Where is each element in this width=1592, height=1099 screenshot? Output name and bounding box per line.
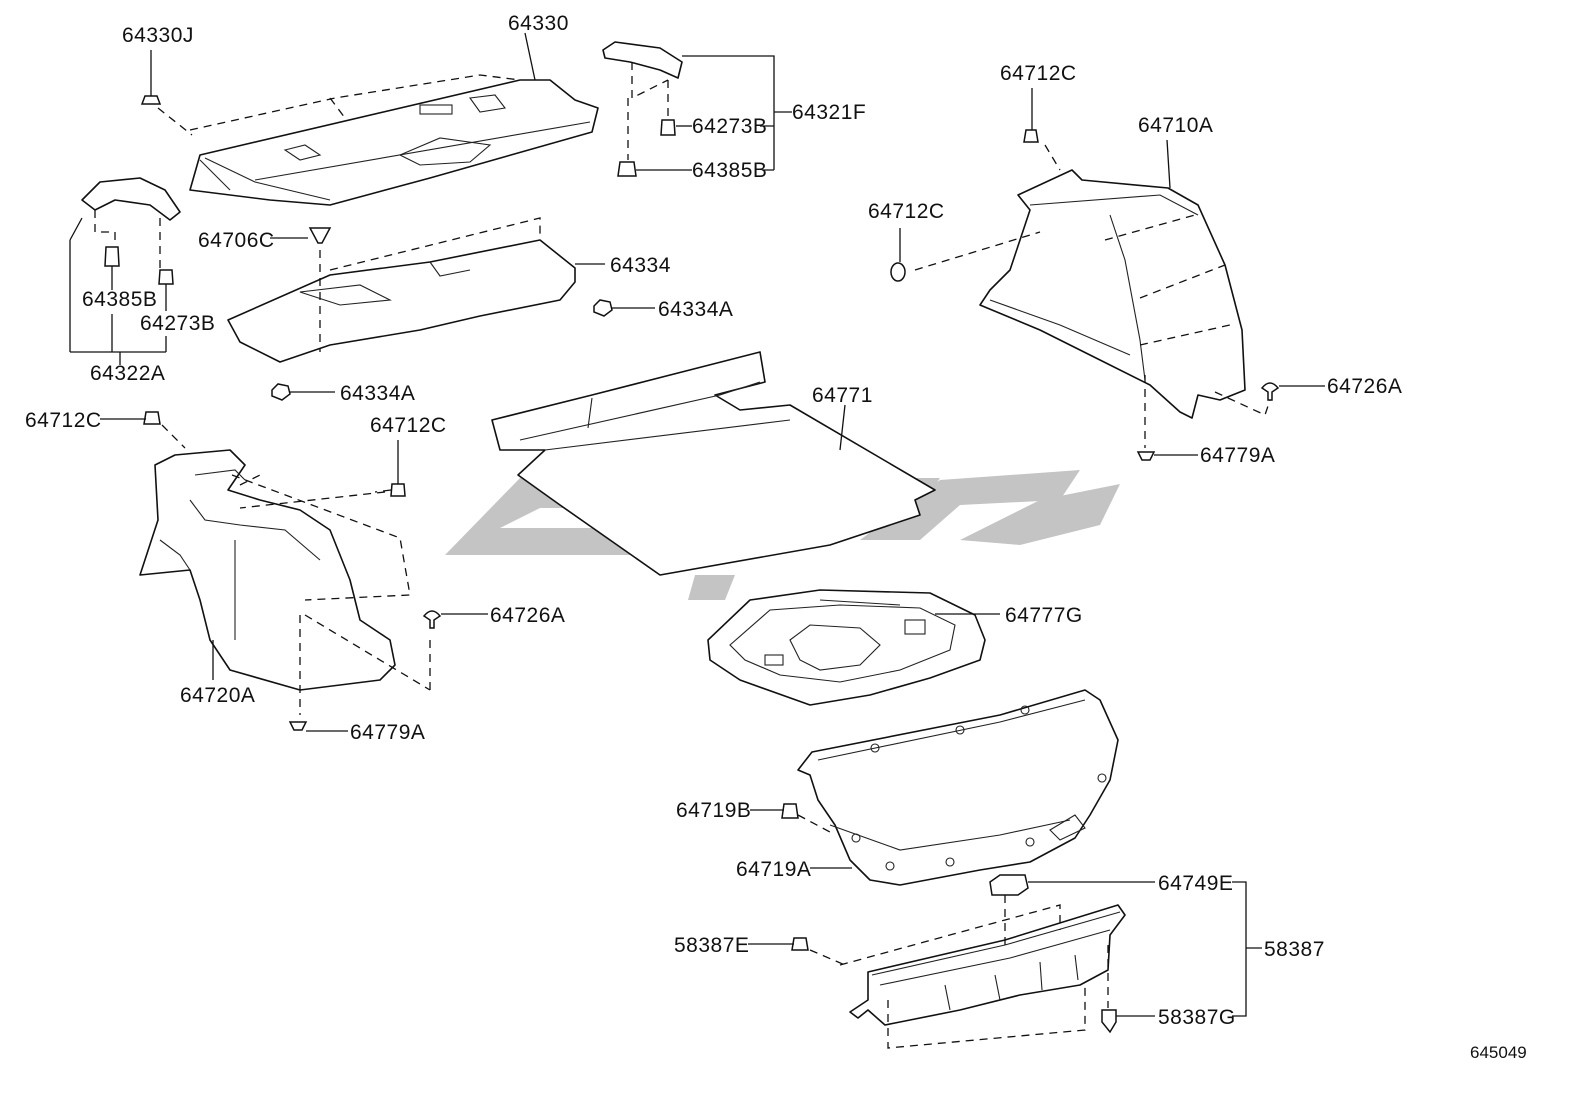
callout-64321F: 64321F (792, 101, 866, 124)
callout-64719A: 64719A (736, 858, 811, 881)
fastener-64330J (140, 50, 193, 136)
callout-64273B-left: 64273B (140, 312, 215, 335)
callout-64777G: 64777G (1005, 604, 1083, 627)
callout-64712C-a: 64712C (1000, 62, 1077, 85)
callout-64771: 64771 (812, 384, 873, 407)
callout-labels: 64330J 64330 64321F 64273B 64385B 64712C… (25, 12, 1402, 1029)
callout-58387E: 58387E (674, 934, 749, 957)
callout-64385B-right: 64385B (692, 159, 767, 182)
callout-64779A-left: 64779A (350, 721, 425, 744)
tool-tray-64777G (707, 589, 1000, 706)
callout-64779A-right: 64779A (1200, 444, 1275, 467)
callout-64712C-d: 64712C (370, 414, 447, 437)
clip-64712C-mid-right (890, 228, 906, 282)
clip-64712C-top-left (100, 411, 161, 425)
package-tray-trim-64330 (189, 74, 599, 206)
clip-64726A-left (422, 610, 488, 629)
trunk-mat-64771 (491, 351, 936, 576)
callout-64712C-b: 64712C (868, 200, 945, 223)
callout-64273B-right: 64273B (692, 115, 767, 138)
callout-64719B: 64719B (676, 799, 751, 822)
plug-64334A-left (271, 383, 335, 401)
callout-64334A-a: 64334A (658, 298, 733, 321)
callout-64726A-right: 64726A (1327, 375, 1402, 398)
clip-64779A-right (1136, 451, 1198, 461)
clip-64712C-top-right (1023, 88, 1039, 143)
callout-58387G: 58387G (1158, 1006, 1236, 1029)
side-trim-left-64720A (139, 424, 431, 715)
clip-58387G (1101, 945, 1155, 1034)
deck-board-64334 (227, 217, 605, 363)
scuff-plate-58387 (809, 895, 1126, 1049)
callout-64710A: 64710A (1138, 114, 1213, 137)
clip-64779A-left (288, 721, 348, 732)
bracket-64322A (69, 177, 181, 365)
callout-64720A: 64720A (180, 684, 255, 707)
plug-64334A-right (593, 299, 655, 317)
callout-64334A-b: 64334A (340, 382, 415, 405)
clip-64719B (750, 803, 831, 833)
bracket-64321F (602, 41, 792, 177)
callout-64749E: 64749E (1158, 872, 1233, 895)
trunk-lid-trim-64719A (797, 689, 1119, 886)
clip-58387E (748, 937, 809, 951)
clip-64726A-right (1260, 382, 1325, 401)
callout-64712C-c: 64712C (25, 409, 102, 432)
callout-64334: 64334 (610, 254, 671, 277)
side-trim-right-64710A (914, 139, 1271, 448)
callout-64385B-left: 64385B (82, 288, 157, 311)
callout-58387: 58387 (1264, 938, 1325, 961)
diagram-code: 645049 (1470, 1043, 1527, 1062)
callout-64330J: 64330J (122, 24, 194, 47)
callout-64706C: 64706C (198, 229, 275, 252)
callout-64330: 64330 (508, 12, 569, 35)
clip-64712C-mid-left (374, 440, 406, 497)
bracket-64749E (989, 874, 1155, 896)
leader-64330 (524, 32, 536, 81)
callout-64726A-left: 64726A (490, 604, 565, 627)
bracket-leader-58387 (1232, 881, 1262, 1017)
callout-64322A: 64322A (90, 362, 165, 385)
